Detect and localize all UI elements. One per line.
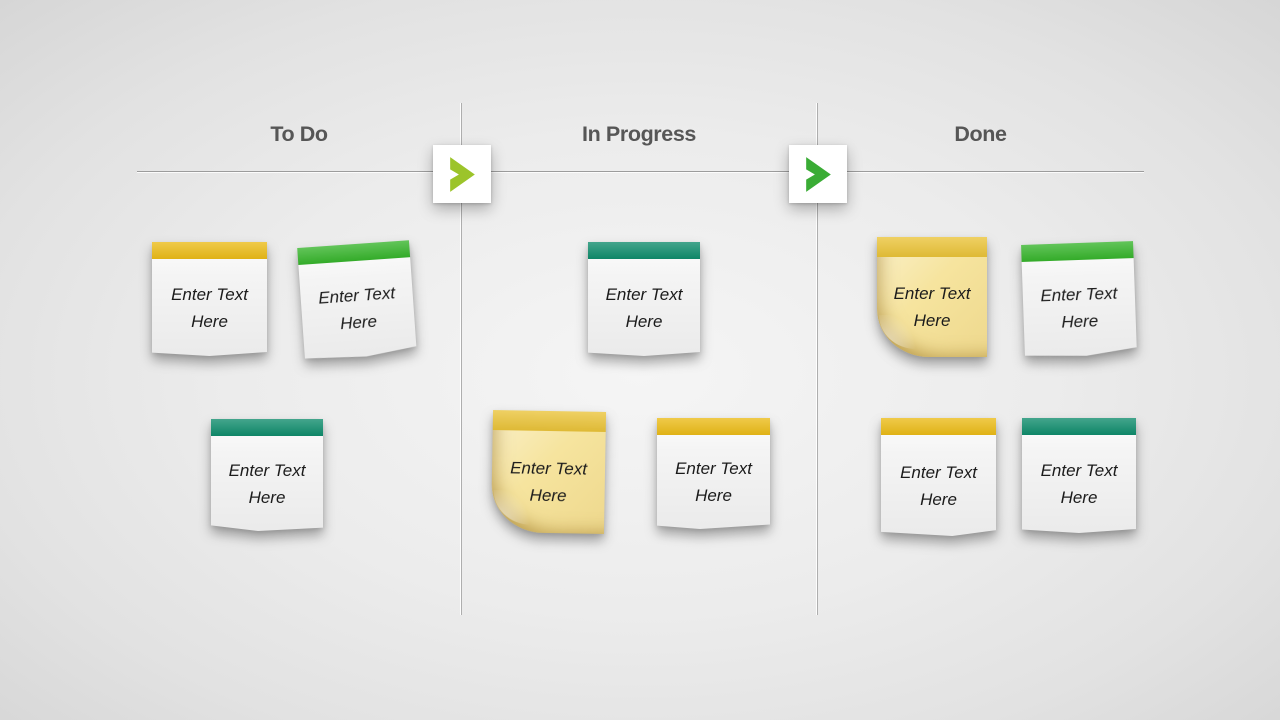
note-color-bar	[588, 242, 700, 259]
note-text-line: Enter Text	[509, 458, 588, 479]
note-body: Enter Text Here	[490, 410, 607, 534]
column-divider-line-2	[816, 103, 818, 615]
note-card[interactable]: Enter Text Here	[1022, 418, 1136, 533]
column-divider-line-1	[460, 103, 462, 615]
note-text-line: Enter Text	[675, 459, 752, 478]
chevron-right-icon	[449, 156, 475, 192]
note-card[interactable]: Enter Text Here	[657, 418, 770, 529]
note-text-line: Here	[339, 311, 378, 334]
note-card[interactable]: Enter Text Here	[152, 242, 267, 356]
note-color-bar	[152, 242, 267, 259]
note-text: Enter Text Here	[298, 257, 416, 361]
note-card[interactable]: Enter Text Here	[877, 237, 987, 357]
note-text-line: Here	[1060, 488, 1098, 507]
note-text-line: Here	[248, 487, 286, 507]
note-card[interactable]: Enter Text Here	[297, 240, 417, 361]
column-header-done: Done	[954, 122, 1007, 146]
note-text-line: Here	[920, 489, 957, 509]
note-text-line: Here	[1061, 311, 1099, 332]
note-text-line: Enter Text	[893, 284, 971, 303]
column-header-in-progress: In Progress	[582, 122, 696, 146]
arrow-button-todo-to-inprogress[interactable]	[433, 145, 491, 203]
note-color-bar	[1022, 418, 1136, 435]
chevron-right-icon	[805, 156, 831, 192]
note-color-bar	[492, 410, 607, 432]
note-body: Enter Text Here	[152, 242, 267, 356]
note-body: Enter Text Here	[877, 237, 987, 357]
note-card[interactable]: Enter Text Here	[588, 242, 700, 356]
note-body: Enter Text Here	[1022, 418, 1136, 533]
note-text-line: Here	[625, 311, 663, 331]
note-card[interactable]: Enter Text Here	[1021, 241, 1137, 358]
note-text-line: Enter Text	[317, 283, 396, 308]
column-header-todo: To Do	[270, 122, 328, 146]
note-text-line: Here	[191, 311, 228, 331]
note-text-line: Here	[529, 485, 567, 506]
note-body: Enter Text Here	[1021, 241, 1137, 358]
note-card[interactable]: Enter Text Here	[211, 419, 323, 531]
note-text: Enter Text Here	[881, 435, 996, 536]
note-color-bar	[877, 237, 987, 257]
note-body: Enter Text Here	[881, 418, 996, 536]
note-text-line: Here	[913, 311, 951, 330]
note-color-bar	[881, 418, 996, 435]
note-card[interactable]: Enter Text Here	[490, 410, 607, 534]
header-divider-line	[137, 171, 1144, 173]
note-text-line: Enter Text	[228, 460, 306, 480]
note-text: Enter Text Here	[152, 259, 267, 356]
note-text: Enter Text Here	[491, 430, 606, 534]
note-text-line: Enter Text	[171, 284, 248, 304]
note-body: Enter Text Here	[657, 418, 770, 529]
note-color-bar	[657, 418, 770, 435]
note-body: Enter Text Here	[588, 242, 700, 356]
note-text: Enter Text Here	[877, 257, 987, 357]
note-text: Enter Text Here	[588, 259, 700, 356]
note-text: Enter Text Here	[657, 435, 770, 529]
note-text-line: Enter Text	[900, 462, 977, 482]
note-text-line: Enter Text	[1040, 461, 1118, 480]
note-text-line: Enter Text	[1040, 283, 1118, 306]
note-text-line: Here	[695, 486, 732, 505]
note-text: Enter Text Here	[1022, 435, 1136, 533]
note-text: Enter Text Here	[211, 436, 323, 531]
arrow-button-inprogress-to-done[interactable]	[789, 145, 847, 203]
note-card[interactable]: Enter Text Here	[881, 418, 996, 536]
note-text-line: Enter Text	[605, 284, 683, 304]
note-body: Enter Text Here	[211, 419, 323, 531]
note-body: Enter Text Here	[297, 240, 417, 361]
note-color-bar	[211, 419, 323, 436]
note-text: Enter Text Here	[1022, 258, 1137, 358]
